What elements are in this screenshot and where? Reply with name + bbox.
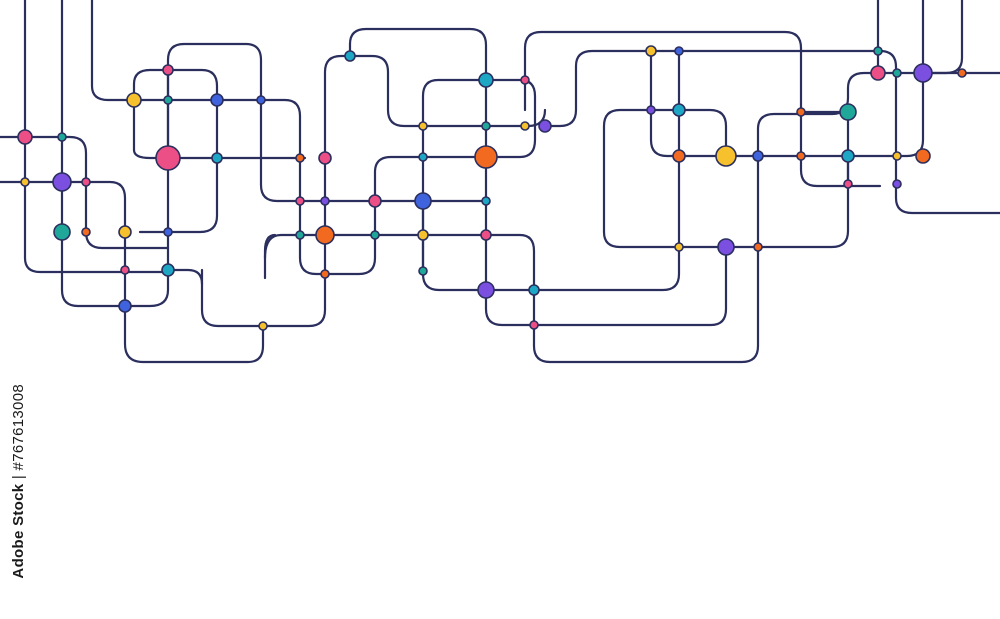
station-node [318,151,332,165]
station-node [715,145,737,167]
station-node [81,177,91,187]
station-node [843,179,853,189]
station-node [295,196,305,206]
station-node [892,151,902,161]
station-node [915,148,931,164]
station-node [120,265,130,275]
station-node [873,46,883,56]
line [0,135,170,250]
station-node [258,321,268,331]
station-node [717,238,735,256]
station-node [126,92,142,108]
station-node [211,152,223,164]
stock-id: #767613008 [10,384,27,471]
station-node [81,227,91,237]
stock-id-watermark: Adobe Stock | #767613008 [10,384,27,579]
station-node [162,64,174,76]
station-node [538,119,552,133]
station-node [645,45,657,57]
line [602,110,850,249]
line [263,154,760,364]
station-node [52,172,72,192]
station-node [796,151,806,161]
station-node [418,152,428,162]
station-node [870,65,886,81]
station-node [753,242,763,252]
station-node [163,95,173,105]
station-node [161,263,175,277]
station-node [520,121,530,131]
station-node [529,320,539,330]
stock-separator: | [10,470,27,484]
station-node [417,229,429,241]
station-node [646,105,656,115]
station-node [480,229,492,241]
station-node [839,103,857,121]
station-node [53,223,71,241]
station-node [370,230,380,240]
station-node [418,266,428,276]
station-node [892,179,902,189]
station-node [57,132,67,142]
line [263,233,277,280]
line [756,0,880,158]
station-node [320,196,330,206]
station-node [17,129,33,145]
line [543,49,1000,215]
station-node [520,75,530,85]
line [0,180,265,364]
station-node [315,225,335,245]
line [60,0,170,308]
line [200,54,547,328]
station-node [118,225,132,239]
station-node [672,149,686,163]
connection-lines [0,0,1000,364]
station-node [913,63,933,83]
station-node [155,145,181,171]
line [348,27,728,327]
station-node [478,72,494,88]
station-node [163,227,173,237]
station-node [481,121,491,131]
station-nodes [17,45,967,331]
station-node [477,281,495,299]
line [132,68,219,234]
station-node [674,242,684,252]
station-node [368,194,382,208]
station-node [256,95,266,105]
station-node [752,150,764,162]
station-node [295,230,305,240]
station-node [418,121,428,131]
station-node [210,93,224,107]
stock-brand: Adobe Stock [10,483,27,579]
station-node [344,50,356,62]
station-node [892,68,902,78]
line [166,42,489,203]
station-node [674,46,684,56]
line [602,108,728,234]
station-node [414,192,432,210]
station-node [295,153,305,163]
line [23,0,170,274]
station-node [796,107,806,117]
station-node [957,68,967,78]
station-node [841,149,855,163]
station-node [672,103,686,117]
station-node [118,299,132,313]
line [921,0,964,75]
line [649,0,925,158]
line [421,54,681,292]
station-node [20,177,30,187]
line [132,148,307,160]
station-node [481,196,491,206]
line [166,268,204,286]
station-node [320,269,330,279]
line [523,30,882,188]
station-node [474,145,498,169]
station-node [528,284,540,296]
